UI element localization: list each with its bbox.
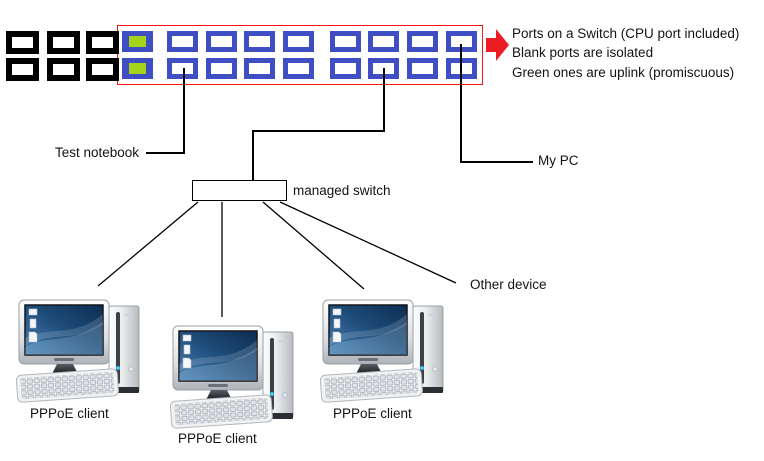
switch-port-blank [244,31,275,52]
connector-switch-to-pc1 [97,201,199,287]
switch-port-isolated [6,58,39,81]
pppoe-client-label-2: PPPoE client [178,431,257,446]
switch-port-isolated [86,31,119,54]
pc-icon-2 [167,318,299,430]
switch-port-isolated [86,58,119,81]
switch-port-isolated [47,31,80,54]
switch-port-uplink [122,31,153,52]
switch-port-blank [407,58,438,79]
switch-port-blank [244,58,275,79]
switch-port-blank [330,31,361,52]
switch-port-blank [330,58,361,79]
switch-port-uplink [122,58,153,79]
other-device-label: Other device [470,277,547,292]
legend-text: Ports on a Switch (CPU port included) Bl… [512,24,739,82]
switch-port-blank [446,31,477,52]
pc-icon-1 [13,292,145,404]
connector-switch-to-pc3 [262,201,365,290]
pc-icon-3 [317,292,449,404]
legend-line-1: Ports on a Switch (CPU port included) [512,26,740,41]
switch-port-blank [368,58,399,79]
legend-line-2: Blank ports are isolated [512,45,654,61]
legend-line-3: Green ones are uplink (promiscuous) [512,64,735,80]
switch-port-blank [206,31,237,52]
pppoe-client-label-1: PPPoE client [30,406,109,421]
switch-port-isolated [6,31,39,54]
switch-port-blank [167,31,198,52]
switch-port-blank [368,31,399,52]
pppoe-client-label-3: PPPoE client [333,406,412,421]
managed-switch-label: managed switch [293,183,391,198]
switch-port-blank [446,58,477,79]
switch-port-blank [206,58,237,79]
switch-port-blank [167,58,198,79]
managed-switch-box [192,180,287,201]
my-pc-label: My PC [538,153,579,168]
switch-port-blank [407,31,438,52]
switch-port-blank [283,31,314,52]
switch-port-isolated [47,58,80,81]
switch-port-blank [283,58,314,79]
legend-arrow-icon [486,29,509,61]
test-notebook-label: Test notebook [55,145,140,160]
connector-switch-to-other-device [279,201,457,284]
